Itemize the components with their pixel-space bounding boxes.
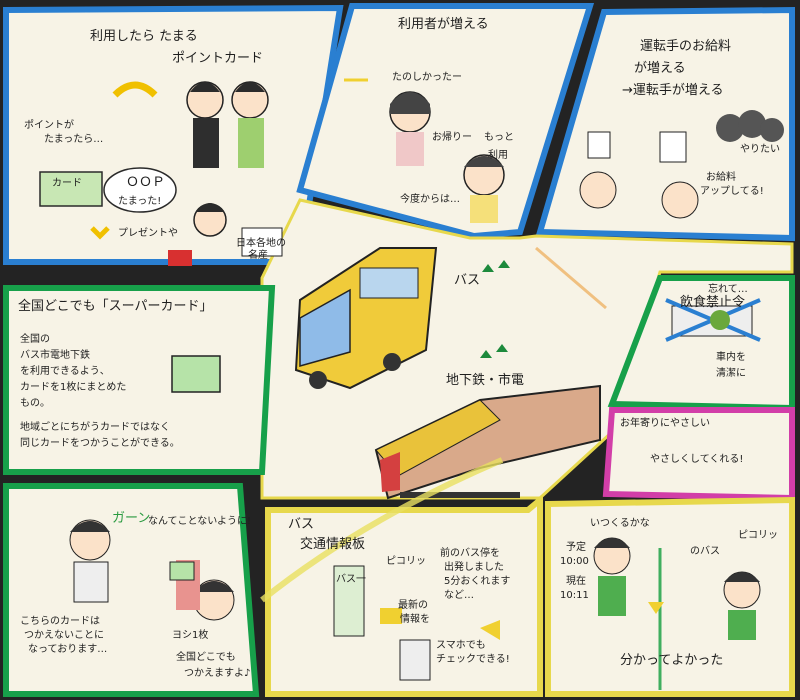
bus-info-title-2: 交通情報板	[300, 537, 366, 552]
users-bubble-return: お帰りー	[432, 132, 472, 143]
late-time-1: 予定	[566, 542, 586, 553]
elderly-sub: お年寄りにやさしい	[620, 418, 710, 429]
note-icons-train	[480, 344, 508, 358]
train-drawing	[374, 384, 601, 500]
no-eating-law-2: 清潔に	[716, 368, 746, 379]
users-bubble-use: 利用	[488, 150, 508, 161]
gaan-answer-2: つかえますよ♪	[184, 668, 251, 679]
driver-note-2: アップしてる!	[700, 186, 764, 197]
late-time-4: 10:11	[560, 590, 589, 601]
late-time-3: 現在	[566, 576, 586, 587]
gaan-bubble-3: なっております…	[28, 644, 108, 655]
bus-info-board-2: 前のバス停を	[440, 548, 500, 559]
panel3-drawings	[579, 110, 784, 219]
late-board: のバス	[690, 546, 720, 557]
point-card-bubble-1b: たまったら…	[44, 134, 104, 145]
elderly-bubble: やさしくしてくれる!	[650, 454, 744, 465]
super-card-drawing	[171, 355, 221, 393]
bus-info-phone-4: チェックできる!	[436, 654, 510, 665]
late-phone: ピコリッ	[738, 530, 778, 541]
super-card-line-6: 地域ごとにちがうカードではなく	[20, 422, 170, 433]
point-card-card-text: カード	[52, 178, 82, 189]
point-card-amount-2: たまった!	[118, 196, 162, 207]
bus-info-board-4: 5分おくれます	[444, 576, 511, 587]
panel1-drawings	[39, 81, 283, 266]
bus-info-phone-2: 情報を	[400, 614, 430, 625]
bus-drawing	[294, 247, 438, 390]
gaan-answer-1: 全国どこでも	[176, 652, 236, 663]
point-card-gift-2: 名産	[248, 250, 268, 261]
note-icons-bus	[482, 260, 510, 272]
super-card-line-3: を利用できるよう、	[20, 366, 110, 377]
gaan-title-2: なんてことないように!	[148, 516, 252, 527]
flow-arrow-3	[535, 246, 607, 310]
driver-title-2: が増える	[634, 61, 686, 76]
bus-info-sign: バス一	[336, 574, 366, 585]
super-card-line-7: 同じカードをつかうことができる。	[20, 438, 180, 449]
gaan-drawings	[69, 519, 235, 621]
driver-note-1: お給料	[706, 172, 736, 183]
users-bubble-more: もっと	[484, 132, 514, 143]
super-card-line-5: もの。	[20, 398, 50, 409]
point-card-gift-1: 日本各地の	[236, 238, 286, 249]
super-card-title: 全国どこでも「スーパーカード」	[18, 299, 213, 314]
driver-title-1: 運転手のお給料	[640, 39, 732, 54]
panel-users-increase	[296, 3, 595, 240]
late-time-2: 10:00	[560, 556, 589, 567]
no-eating-title: 飲食禁止令	[680, 295, 746, 310]
users-bubble-today: 今度からは…	[400, 194, 460, 205]
bus-info-phone-3: スマホでも	[436, 640, 486, 651]
bus-info-drawings	[333, 565, 500, 681]
super-card-line-2: バス市電地下鉄	[20, 350, 90, 361]
no-eating-law-1: 車内を	[716, 352, 746, 363]
no-eating-top-note: 忘れて…	[708, 284, 748, 295]
point-card-title-1: 利用したら たまる	[90, 29, 198, 44]
bus-info-title-1: バス	[288, 517, 315, 532]
point-card-bubble-1a: ポイントが	[24, 120, 74, 131]
bus-info-board-1: ピコリッ	[386, 556, 426, 567]
flow-line-2	[260, 457, 504, 603]
driver-title-3: →運転手が増える	[622, 83, 724, 98]
late-title: いつくるかな	[590, 518, 650, 529]
bus-info-board-5: など…	[444, 590, 474, 601]
users-bubble-fun: たのしかったー	[392, 72, 462, 83]
super-card-line-1: 全国の	[20, 334, 50, 345]
panel-gaan	[3, 483, 260, 697]
gaan-card-label: ヨシ1枚	[172, 630, 209, 641]
point-card-title-2: ポイントカード	[172, 51, 264, 66]
gaan-title-1: ガーン	[112, 511, 151, 526]
panel-super-card	[3, 285, 276, 475]
gaan-bubble-1: こちらのカードは	[20, 616, 100, 627]
point-card-present: プレゼントや	[118, 228, 178, 239]
super-card-line-4: カードを1枚にまとめた	[20, 382, 127, 393]
train-label: 地下鉄・市電	[446, 373, 525, 388]
gaan-bubble-2: つかえないことに	[24, 630, 104, 641]
late-drawings	[593, 537, 761, 690]
bus-info-board-3: 出発しました	[444, 562, 504, 573]
point-card-amount-1: ＯＯＰ	[126, 175, 166, 190]
no-eating-drawings	[665, 298, 761, 342]
bus-info-phone-1: 最新の	[398, 600, 428, 611]
bus-label: バス	[454, 273, 481, 288]
late-speech: 分かってよかった	[620, 653, 724, 668]
panel2-drawings	[389, 91, 505, 223]
driver-crowd: やりたい	[740, 144, 780, 155]
users-title: 利用者が増える	[398, 17, 489, 32]
